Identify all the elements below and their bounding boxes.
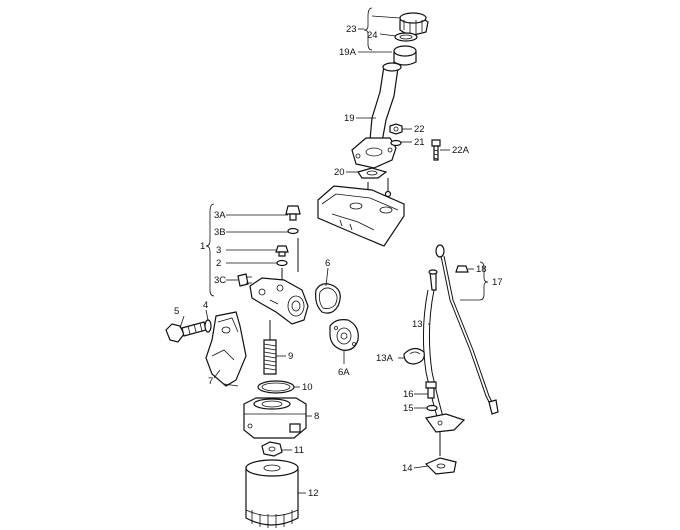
seal-18-part	[455, 265, 469, 273]
callout-4: 4	[203, 300, 208, 311]
bolt-16-part	[425, 381, 437, 399]
cover-6a-part	[329, 319, 359, 351]
callout-13: 13	[412, 319, 423, 330]
callout-24: 24	[367, 30, 378, 41]
bracket-7-part	[205, 311, 247, 387]
callout-22: 22	[414, 124, 425, 135]
callout-3: 3	[216, 245, 221, 256]
valve-cover-section	[317, 185, 405, 247]
filter-housing-8-part	[243, 397, 307, 439]
callout-9: 9	[288, 351, 293, 362]
callout-15: 15	[403, 403, 414, 414]
pipe-9-part	[263, 339, 277, 375]
callout-19a: 19A	[339, 47, 357, 58]
callout-2: 2	[216, 258, 221, 269]
tube-flange-part	[424, 413, 466, 433]
oil-filter-12-part	[245, 459, 299, 528]
filler-sleeve-part	[393, 45, 417, 66]
bolt-3-part	[275, 245, 289, 257]
callout-18: 18	[476, 264, 487, 275]
gasket-6-part	[315, 283, 341, 314]
callout-23: 23	[346, 24, 357, 35]
callout-1: 1	[200, 241, 205, 252]
callout-6: 6	[325, 258, 330, 269]
callout-22a: 22A	[452, 145, 470, 156]
dipstick-17-part	[435, 244, 499, 415]
washer-21-part	[390, 139, 402, 147]
filler-neck-part	[351, 62, 402, 169]
stud-22a-part	[431, 139, 441, 161]
callout-6a: 6A	[338, 367, 350, 378]
bolt-3a-part	[285, 205, 301, 221]
callout-17: 17	[492, 277, 503, 288]
callout-7: 7	[208, 376, 213, 387]
callout-13a: 13A	[376, 353, 394, 364]
washer-3b-part	[287, 227, 299, 235]
callout-14: 14	[402, 463, 413, 474]
filter-bracket-housing	[249, 277, 309, 325]
leader-lines	[179, 7, 489, 494]
filler-seal-part	[394, 32, 418, 42]
gasket-14-part	[424, 457, 457, 475]
washer-2-part	[276, 259, 288, 267]
callout-19: 19	[344, 113, 355, 124]
filler-cap-part	[399, 12, 429, 37]
callout-20: 20	[334, 167, 345, 178]
callout-3a: 3A	[214, 210, 226, 221]
callout-11: 11	[294, 445, 304, 456]
washer-4-part	[204, 319, 212, 333]
callout-21: 21	[414, 137, 425, 148]
gasket-20-part	[357, 167, 388, 179]
nut-22-part	[389, 123, 403, 135]
nut-11-part	[261, 441, 283, 457]
o-ring-10-part	[257, 380, 295, 394]
bolt-3c-part	[237, 273, 252, 287]
washer-15-part	[426, 404, 438, 412]
callout-8: 8	[314, 411, 319, 422]
clip-13a-part	[403, 347, 425, 365]
callout-16: 16	[403, 389, 414, 400]
callout-5: 5	[174, 306, 179, 317]
callout-12: 12	[308, 488, 319, 499]
callout-10: 10	[302, 382, 313, 393]
bolt-5-part	[165, 321, 207, 343]
callout-3c: 3C	[214, 275, 226, 286]
callout-3b: 3B	[214, 227, 226, 238]
